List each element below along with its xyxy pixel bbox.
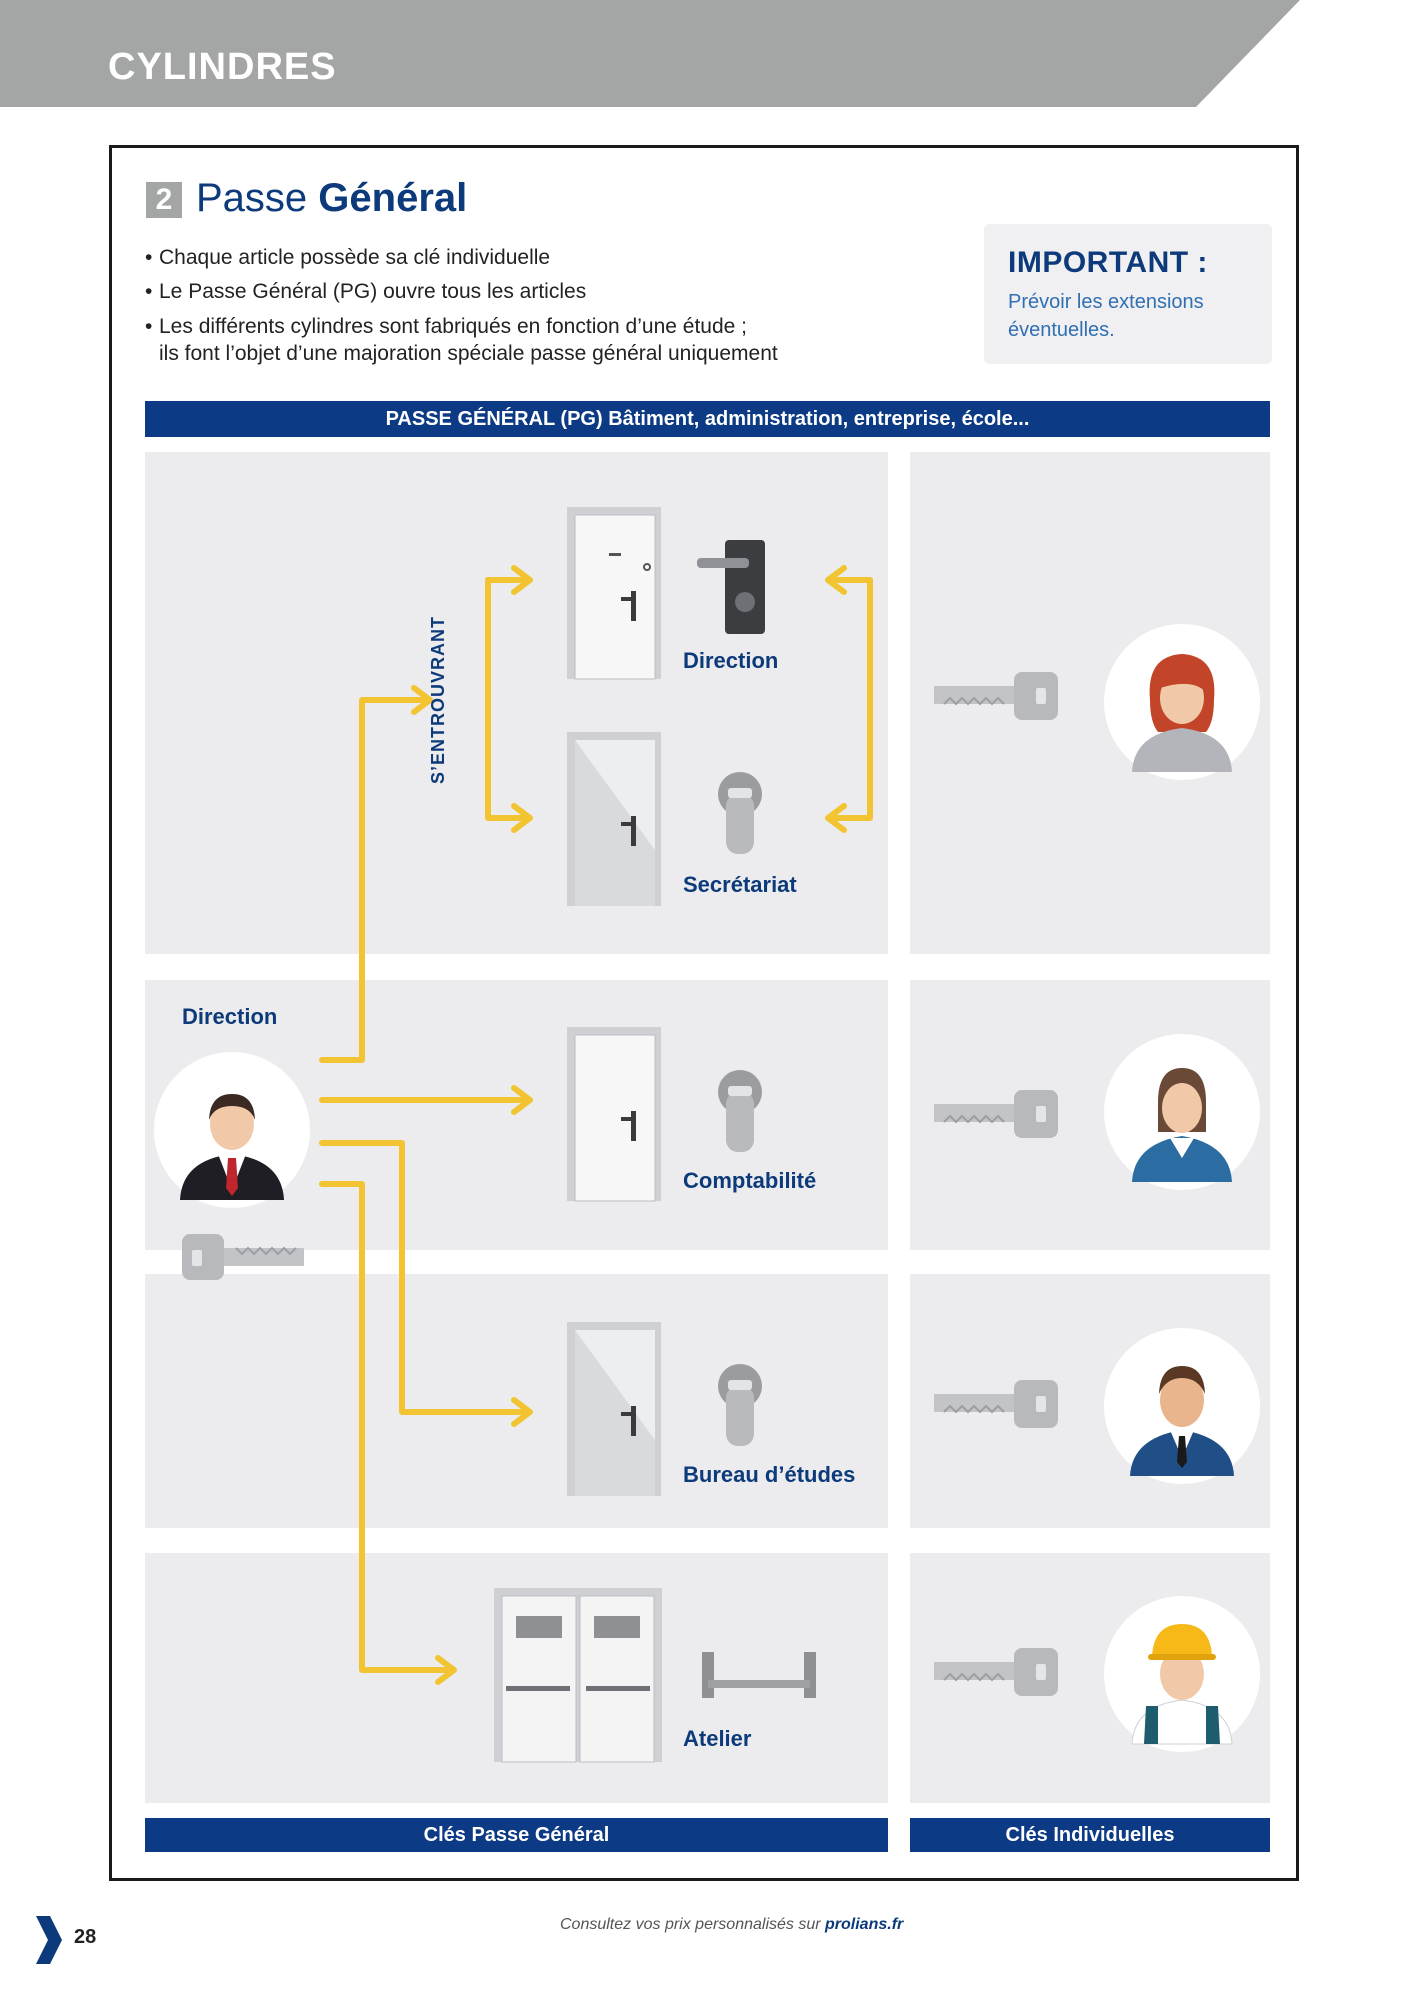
room-label-secretariat: Secrétariat <box>683 872 797 897</box>
woman-avatar-icon <box>1104 1034 1260 1190</box>
bullet-list: Chaque article possède sa clé individuel… <box>145 244 778 374</box>
individual-key-icon <box>934 1648 1058 1696</box>
lock-handle-icon <box>697 540 765 634</box>
label-passe-general-keys: Clés Passe Général <box>145 1818 888 1852</box>
chevron-right-icon <box>36 1916 62 1964</box>
bullet-item: Le Passe Général (PG) ouvre tous les art… <box>145 278 778 306</box>
man-avatar-icon <box>1104 1328 1260 1484</box>
cylinder-icon <box>718 1070 762 1152</box>
woman-avatar-icon <box>1104 624 1260 780</box>
important-box <box>984 224 1272 364</box>
bullet-item: Les différents cylindres sont fabriqués … <box>145 313 778 341</box>
important-title: IMPORTANT : <box>1008 246 1208 279</box>
door-icon <box>567 1027 661 1202</box>
page-number: 28 <box>74 1926 97 1948</box>
glass-door-icon <box>567 732 661 906</box>
individual-key-icon <box>934 1380 1058 1428</box>
arrow-to-group <box>319 697 431 1063</box>
individual-key-icon <box>934 672 1058 720</box>
individual-key-icon <box>934 1090 1058 1138</box>
glass-door-icon <box>567 1322 661 1496</box>
bullet-item-continuation: ils font l’objet d’une majoration spécia… <box>159 341 778 365</box>
room-label-comptabilite: Comptabilité <box>683 1168 817 1193</box>
content-frame <box>109 145 1299 1881</box>
cylinder-icon <box>718 772 762 854</box>
section-number: 2 <box>146 182 182 218</box>
door-icon <box>567 507 661 680</box>
room-label-direction: Direction <box>683 648 779 673</box>
important-text: Prévoir les extensions éventuelles. <box>1008 291 1204 341</box>
holder-label: Direction <box>182 1004 278 1029</box>
master-key-icon <box>182 1234 304 1280</box>
worker-avatar-icon <box>1104 1596 1260 1752</box>
room-label-bureau: Bureau d’études <box>683 1462 856 1487</box>
label-individual-keys: Clés Individuelles <box>910 1818 1270 1852</box>
page-header-title: CYLINDRES <box>108 46 337 88</box>
double-door-icon <box>494 1588 662 1763</box>
panel-group-door <box>145 452 888 954</box>
section-title: Passe Général <box>196 176 468 220</box>
manager-avatar-icon <box>154 1052 310 1208</box>
bullet-item: Chaque article possède sa clé individuel… <box>145 244 778 272</box>
cylinder-icon <box>718 1364 762 1446</box>
footer-site-link[interactable]: prolians.fr <box>825 1916 904 1933</box>
header-band <box>0 0 1300 107</box>
group-label: S’ENTROUVRANT <box>428 616 448 785</box>
room-label-atelier: Atelier <box>683 1726 752 1751</box>
footer-note: Consultez vos prix personnalisés sur pro… <box>560 1916 904 1933</box>
panic-bar-icon <box>702 1652 816 1698</box>
pg-banner: PASSE GÉNÉRAL (PG) Bâtiment, administrat… <box>145 401 1270 437</box>
